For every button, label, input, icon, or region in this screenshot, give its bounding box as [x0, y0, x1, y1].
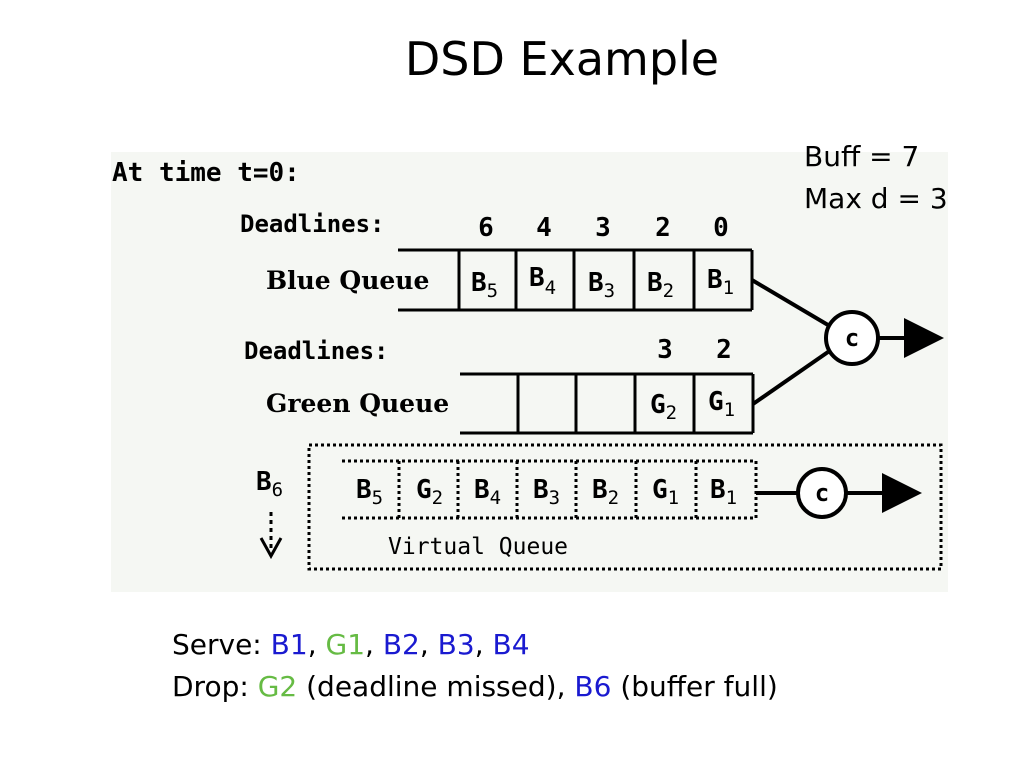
- blue-cell-b5: B5: [471, 268, 498, 302]
- incoming-arrowhead: [259, 537, 283, 560]
- green-cell-g1: G1: [708, 387, 735, 421]
- virtual-cell-g1: G1: [652, 475, 679, 509]
- serve-item-g1: G1: [325, 628, 366, 661]
- blue-deadline-2: 3: [595, 213, 611, 243]
- blue-cell-b3: B3: [588, 268, 615, 302]
- slide-title: DSD Example: [404, 32, 720, 86]
- virtual-cell-b1: B1: [710, 475, 737, 509]
- green-queue-label: Green Queue: [266, 389, 449, 418]
- time-heading: At time t=0:: [112, 158, 300, 188]
- blue-deadline-1: 4: [536, 213, 552, 243]
- incoming-packet-label: B6: [256, 467, 283, 501]
- summary: Serve: B1, G1, B2, B3, B4 Drop: G2 (dead…: [172, 624, 778, 708]
- serve-item-b3: B3: [437, 628, 475, 661]
- virtual-cell-b3: B3: [533, 475, 560, 509]
- virtual-cell-b2: B2: [592, 475, 619, 509]
- blue-queue: [398, 248, 754, 312]
- serve-label: Serve:: [172, 628, 262, 661]
- serve-item-b1: B1: [270, 628, 308, 661]
- blue-cell-b4: B4: [529, 263, 556, 299]
- server-label: c: [845, 324, 859, 352]
- green-queue: [460, 372, 755, 435]
- serve-line: Serve: B1, G1, B2, B3, B4: [172, 628, 530, 661]
- virtual-queue: [342, 459, 758, 520]
- drop-b6-reason: (buffer full): [620, 670, 778, 703]
- blue-deadline-values: 6 4 3 2 0: [478, 213, 729, 243]
- virtual-queue-label: Virtual Queue: [388, 534, 568, 560]
- max-delay: Max d = 3: [804, 182, 948, 215]
- green-deadlines-label: Deadlines:: [244, 337, 389, 365]
- drop-label: Drop:: [172, 670, 249, 703]
- blue-deadline-0: 6: [478, 213, 494, 243]
- virtual-cell-b4: B4: [474, 475, 501, 509]
- blue-cell-b1: B1: [707, 265, 734, 299]
- green-cell-g2: G2: [650, 390, 677, 424]
- blue-to-server-line: [750, 278, 830, 327]
- blue-deadline-3: 2: [655, 213, 671, 243]
- virtual-queue-cells: B5 G2 B4 B3 B2 G1 B1: [356, 475, 737, 509]
- blue-queue-cells: B5 B4 B3 B2 B1: [471, 263, 734, 302]
- green-queue-cells: G2 G1: [650, 387, 735, 424]
- green-to-server-line: [751, 350, 830, 406]
- parameters: Buff = 7 Max d = 3: [804, 136, 948, 220]
- virtual-cell-b5: B5: [356, 475, 383, 509]
- buffer-size: Buff = 7: [804, 140, 920, 173]
- green-deadline-0: 3: [657, 335, 673, 365]
- virtual-cell-g2: G2: [416, 475, 443, 509]
- green-deadline-1: 2: [716, 335, 732, 365]
- blue-cell-b2: B2: [647, 268, 674, 302]
- blue-queue-label: Blue Queue: [266, 266, 429, 295]
- serve-item-b2: B2: [382, 628, 420, 661]
- blue-deadline-4: 0: [713, 213, 729, 243]
- serve-item-b4: B4: [492, 628, 530, 661]
- blue-deadlines-label: Deadlines:: [240, 210, 385, 238]
- drop-line: Drop: G2 (deadline missed), B6 (buffer f…: [172, 666, 778, 708]
- drop-item-g2: G2: [257, 670, 298, 703]
- virtual-server-label: c: [815, 479, 829, 507]
- drop-item-b6: B6: [574, 670, 612, 703]
- drop-g2-reason: (deadline missed),: [306, 670, 566, 703]
